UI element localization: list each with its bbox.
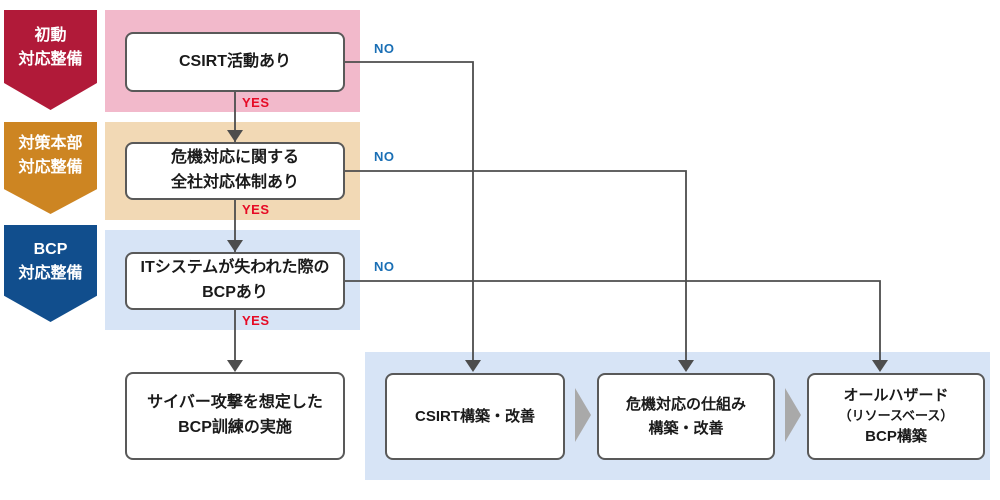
badge-label-line: 対応整備 — [18, 264, 83, 282]
question-text: 危機対応に関する — [170, 149, 299, 167]
stage-badge-bcp: BCP 対応整備 — [4, 225, 97, 322]
yes-label: YES — [242, 202, 270, 217]
question-box-crisis-structure: 危機対応に関する 全社対応体制あり — [125, 142, 345, 200]
remediation-box-csirt: CSIRT構築・改善 — [385, 373, 565, 460]
question-text: CSIRT活動あり — [178, 52, 291, 70]
no-label: NO — [374, 149, 395, 164]
question-box-it-bcp: ITシステムが失われた際の BCPあり — [125, 252, 345, 310]
yes-label: YES — [242, 313, 270, 328]
question-box-csirt: CSIRT活動あり — [125, 32, 345, 92]
remediation-text: CSIRT構築・改善 — [414, 407, 535, 425]
remediation-box-all-hazard-bcp: オールハザード （リソースベース） BCP構築 — [807, 373, 985, 460]
outcome-box-bcp-drill: サイバー攻撃を想定した BCP訓練の実施 — [125, 372, 345, 460]
no-label: NO — [374, 41, 395, 56]
outcome-text: サイバー攻撃を想定した — [147, 394, 323, 412]
outcome-text: BCP訓練の実施 — [178, 419, 292, 436]
no-connector-3 — [345, 280, 881, 360]
badge-label-line: 対策本部 — [18, 135, 83, 152]
badge-label-line: BCP — [33, 240, 68, 258]
remediation-text: オールハザード — [843, 387, 949, 405]
remediation-text: （リソースベース） — [838, 408, 954, 424]
remediation-text: 構築・改善 — [648, 419, 724, 437]
remediation-box-crisis-framework: 危機対応の仕組み 構築・改善 — [597, 373, 775, 460]
question-text: 全社対応体制あり — [170, 174, 299, 191]
no-connector-2 — [345, 170, 687, 360]
no-connector-1 — [345, 61, 474, 360]
arrowhead-down-icon — [227, 360, 243, 372]
question-text: BCPあり — [202, 284, 268, 301]
badge-label-line: 対応整備 — [18, 51, 83, 68]
no-label: NO — [374, 259, 395, 274]
stage-badge-hq-response: 対策本部 対応整備 — [4, 122, 97, 214]
remediation-text: 危機対応の仕組み — [625, 396, 746, 414]
yes-label: YES — [242, 95, 270, 110]
remediation-text: BCP構築 — [865, 427, 927, 445]
badge-label-line: 対応整備 — [18, 159, 83, 176]
stage-badge-initial-response: 初動 対応整備 — [4, 10, 97, 110]
question-text: ITシステムが失われた際の — [140, 259, 330, 277]
badge-label-line: 初動 — [34, 27, 67, 44]
